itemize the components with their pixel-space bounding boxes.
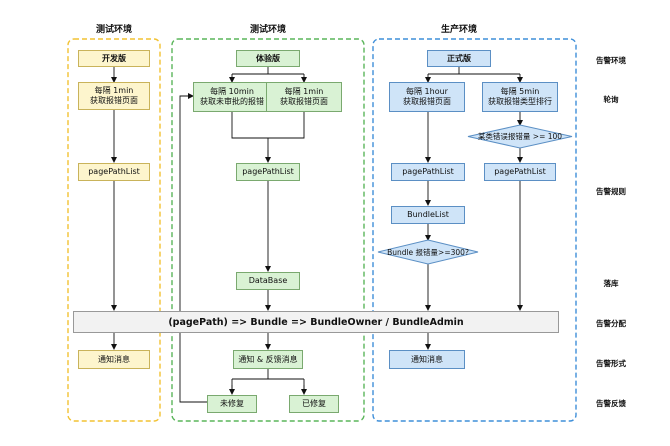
row-label-alert-rules: 告警规则	[596, 187, 626, 196]
row-label-polling: 轮询	[603, 95, 619, 104]
trial-notify-feedback-node: 通知 & 反馈消息	[233, 350, 303, 369]
test-notify-node: 通知消息	[78, 350, 150, 369]
prod-poll-1hour-node: 每隔 1hour 获取报错页面	[389, 82, 465, 112]
prod-version-node: 正式版	[427, 50, 491, 67]
trial-env-group	[171, 38, 365, 422]
prod-notify-node: 通知消息	[389, 350, 465, 369]
prod-type-condition-diamond	[467, 124, 573, 149]
trial-unfixed-node: 未修复	[207, 395, 257, 413]
test-poll-node: 每隔 1min 获取报错页面	[78, 82, 150, 110]
trial-poll-10min-node: 每隔 10min 获取未审批的报错	[193, 82, 271, 112]
row-label-storage: 落库	[603, 279, 619, 288]
row-label-alert-env: 告警环境	[596, 56, 626, 65]
edge-trial-unfixed-loop	[179, 93, 207, 403]
row-label-alert-form: 告警形式	[596, 359, 626, 368]
column-title-prod: 生产环境	[440, 25, 477, 35]
test-version-node: 开发版	[78, 50, 150, 67]
prod-poll-5min-node: 每隔 5min 获取报错类型排行	[482, 82, 558, 112]
trial-fixed-node: 已修复	[289, 395, 339, 413]
trial-poll-1min-node: 每隔 1min 获取报错页面	[266, 82, 342, 112]
prod-pagepath-list-b-node: pagePathList	[484, 163, 556, 181]
trial-version-node: 体验版	[236, 50, 300, 67]
prod-bundle-condition-diamond	[377, 239, 479, 265]
trial-database-node: DataBase	[236, 272, 300, 290]
row-label-assignment: 告警分配	[596, 319, 626, 328]
edge-trial-version-split	[231, 67, 305, 82]
prod-env-group	[372, 38, 577, 422]
column-title-trial: 测试环境	[249, 25, 286, 35]
trial-pagepath-list-node: pagePathList	[236, 163, 300, 181]
edge-prod-version-split	[427, 67, 521, 82]
column-title-test: 测试环境	[95, 25, 132, 35]
prod-bundle-list-node: BundleList	[391, 206, 465, 224]
row-label-feedback: 告警反馈	[596, 399, 626, 408]
prod-type-condition-label: 某类错误报错量 >= 100	[477, 132, 563, 141]
prod-pagepath-list-a-node: pagePathList	[391, 163, 465, 181]
test-env-group	[67, 38, 161, 422]
test-pagepath-list-node: pagePathList	[78, 163, 150, 181]
assignment-bar: (pagePath) => Bundle => BundleOwner / Bu…	[73, 311, 559, 333]
edge-trial-notify-split	[231, 369, 305, 394]
prod-bundle-condition-label: Bundle 报错量>=300?	[387, 248, 469, 257]
